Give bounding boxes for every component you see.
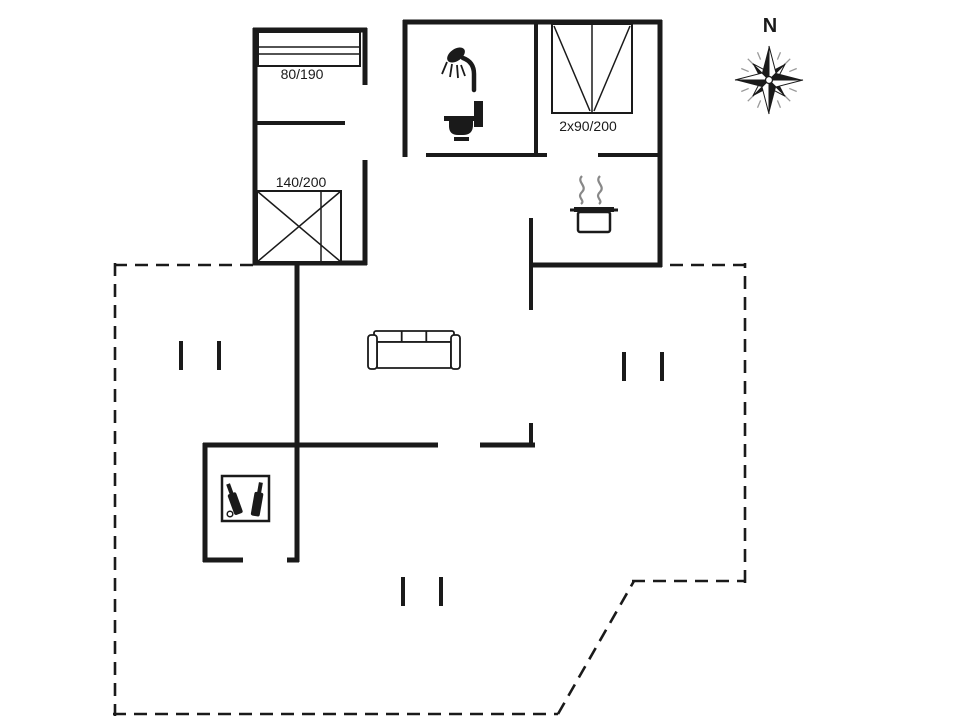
bed-twin-2x90x200	[551, 23, 633, 114]
window-mark-east	[622, 352, 664, 381]
interior-walls	[255, 22, 660, 447]
bed-twin-label: 2x90/200	[559, 118, 617, 134]
stove-pot-icon	[570, 175, 618, 234]
terrace-outline	[113, 263, 747, 716]
bed-double-label: 140/200	[275, 174, 327, 190]
compass-rose-icon	[734, 45, 804, 115]
wine-storage-icon	[220, 474, 271, 523]
bed-single-80x190	[257, 31, 361, 67]
bed-single-label: 80/190	[280, 66, 324, 82]
sofa-icon	[367, 330, 461, 370]
compass-north-label: N	[762, 15, 778, 37]
exterior-walls	[202, 19, 663, 563]
toilet-icon	[444, 101, 483, 141]
bed-double-140x200	[256, 190, 342, 263]
window-mark-west	[179, 341, 221, 370]
window-mark-south	[401, 577, 443, 606]
shower-icon	[441, 47, 477, 93]
